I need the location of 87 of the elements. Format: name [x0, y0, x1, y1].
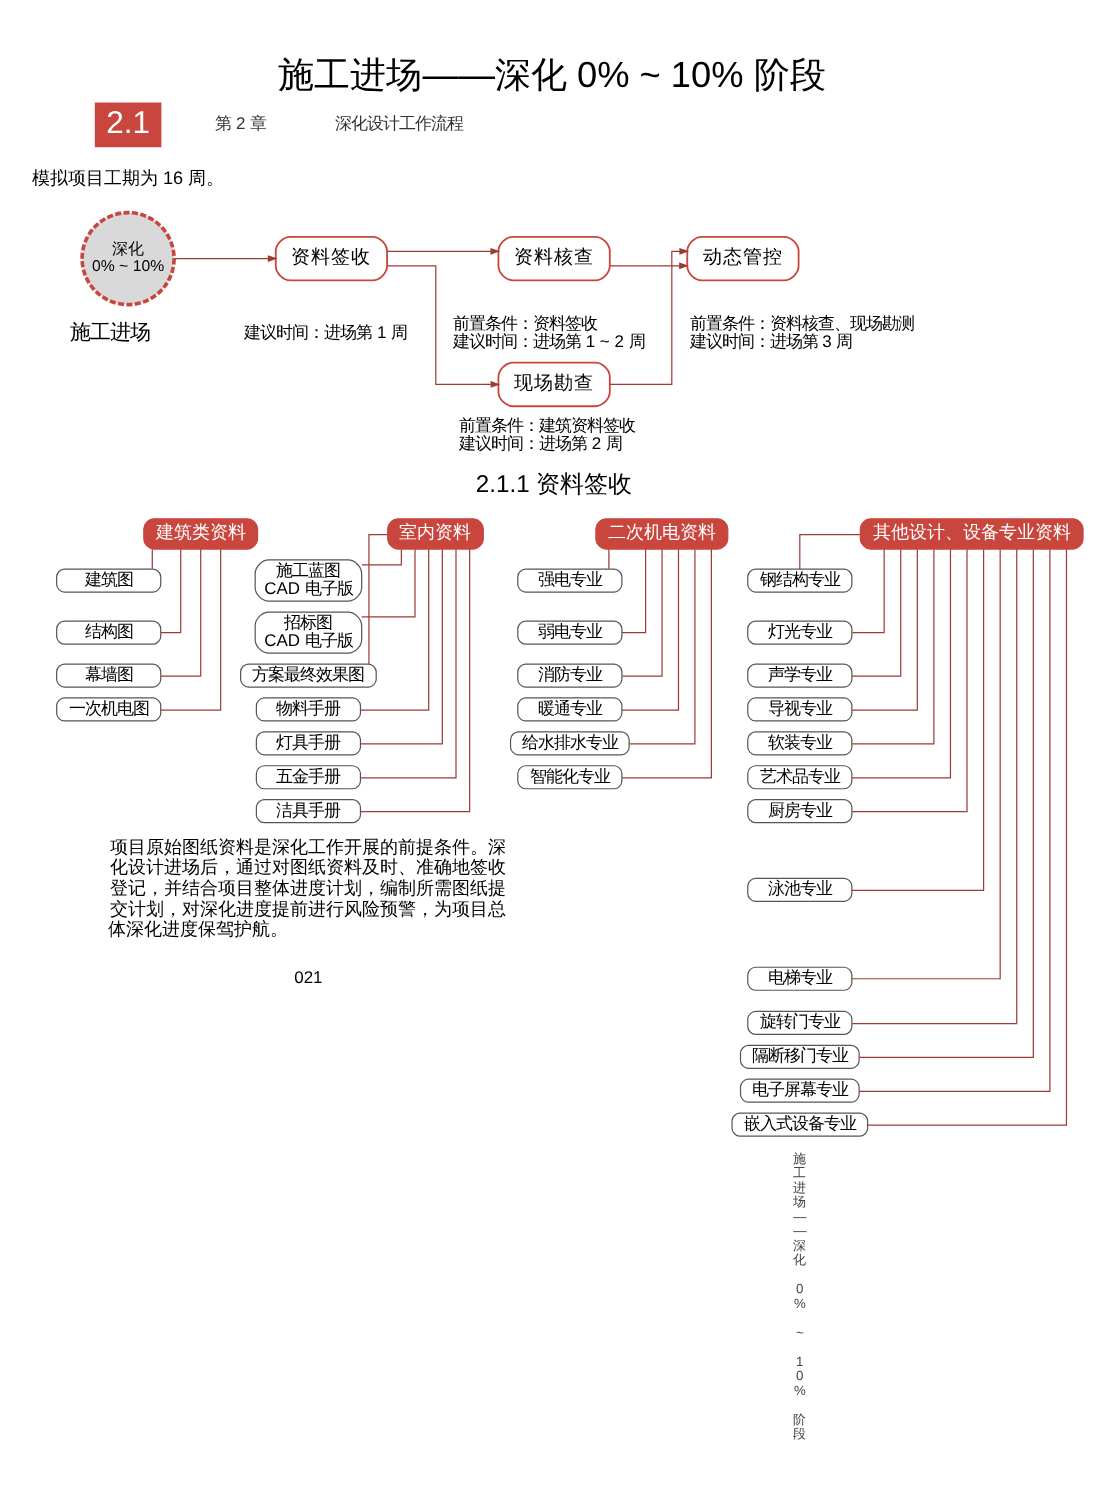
diagram-title: 施工进场——深化 0% ~ 10% 阶段: [278, 54, 826, 95]
node-box: 导视专业: [747, 697, 853, 722]
node-box: 泳池专业: [747, 877, 853, 902]
node-box: 室内资料: [387, 518, 484, 550]
node-box: 隔断移门专业: [739, 1044, 860, 1069]
connector: [151, 548, 153, 570]
node-box: 其他设计、设备专业资料: [859, 518, 1084, 550]
node-box: 幕墙图: [56, 663, 162, 688]
node-label: 前置条件：建筑资料签收: [459, 414, 636, 435]
connector: [851, 548, 952, 779]
connector: [628, 548, 696, 745]
node-box: 强电专业: [517, 568, 623, 593]
label: 第 2 章: [215, 113, 267, 134]
node-box: 五金手册: [255, 765, 362, 790]
connector: [851, 548, 902, 677]
label: 021: [294, 967, 323, 988]
node-box: 物料手册: [255, 697, 362, 722]
node-label: 建议时间：进场第 3 周: [689, 331, 853, 352]
node-label: 建议时间：进场第 1 ~ 2 周: [453, 331, 645, 352]
connector: [621, 548, 680, 711]
node-box: 资料核查: [497, 235, 611, 282]
node-box: 给水排水专业: [509, 731, 630, 756]
connector: [359, 548, 430, 711]
node-box: 旋转门专业: [747, 1010, 853, 1036]
arrow: [387, 247, 501, 255]
connector: [361, 548, 402, 566]
node-box: 声学专业: [747, 663, 853, 688]
connector: [867, 548, 1068, 1126]
connector: [621, 548, 712, 779]
label: 模拟项目工期为 16 周。: [31, 168, 225, 189]
connector: [360, 548, 471, 813]
node-box: 厨房专业: [747, 799, 853, 824]
node-box: 钢结构专业: [747, 568, 853, 593]
node-box: 消防专业: [517, 663, 623, 688]
label: 2.1: [106, 106, 150, 141]
node-box: 洁具手册: [255, 799, 362, 824]
node-box: 动态管控: [686, 235, 800, 282]
connector: [621, 548, 663, 677]
node-box: 电梯专业: [747, 966, 853, 991]
node-label: 前置条件：资料核查、现场勘测: [689, 313, 914, 334]
node-label: 建议时间：进场第 1 周: [244, 322, 408, 343]
label: 深化设计工作流程: [335, 113, 464, 134]
connector: [368, 533, 389, 665]
label: 2.1.1 资料签收: [475, 470, 633, 499]
node-box: 招标图 CAD 电子版: [254, 611, 363, 654]
node-label: 建议时间：进场第 2 周: [459, 432, 622, 453]
connector: [608, 548, 610, 570]
node-box: 结构图: [56, 620, 162, 645]
connector: [851, 548, 1018, 1025]
node-box: 资料签收: [274, 235, 388, 282]
connector: [851, 548, 985, 891]
node-box: 艺术品专业: [747, 765, 853, 790]
connector: [851, 548, 968, 813]
arrow: [386, 265, 501, 388]
node-box: 一次机电图: [56, 697, 162, 722]
connector: [851, 548, 935, 745]
connector: [360, 548, 457, 779]
node-box: 弱电专业: [517, 620, 623, 645]
arrow: [173, 255, 278, 262]
connector: [621, 548, 647, 634]
connector: [160, 548, 202, 677]
node-box: 二次机电资料: [595, 518, 729, 550]
connector: [361, 548, 416, 618]
node-box: 现场勘查: [497, 361, 611, 408]
arrow: [609, 247, 690, 386]
node-box: 暖通专业: [517, 697, 623, 722]
node-label: 前置条件：资料签收: [453, 313, 598, 334]
connector: [851, 548, 918, 711]
node-box: 建筑类资料: [143, 518, 259, 550]
node-label: 施工进场: [69, 322, 150, 345]
node-box: 软装专业: [747, 731, 853, 756]
node-box: 嵌入式设备专业: [731, 1112, 869, 1137]
node-box: 施工蓝图 CAD 电子版: [254, 559, 363, 602]
node-box: 建筑图: [56, 568, 162, 593]
connector: [160, 548, 182, 634]
label: 项目原始图纸资料是深化工作开展的前提条件。深化设计进场后，通过对图纸资料及时、准确地签收登记，并结合项目整体进度计划，编制所需图纸提交计划，对深化进度提前进行风险预警，为项目总体深化进度保驾护航。: [108, 836, 507, 940]
connector: [851, 548, 1001, 980]
node-box: 灯具手册: [255, 731, 362, 756]
connector: [799, 533, 861, 570]
node-box: 电子屏幕专业: [739, 1078, 860, 1103]
connector: [160, 548, 222, 711]
connector: [359, 548, 443, 745]
node-box: 灯光专业: [747, 620, 853, 645]
node-box: 智能化专业: [517, 765, 623, 790]
node-box: 方案最终效果图: [240, 663, 377, 688]
arrow: [609, 262, 689, 270]
connector: [851, 548, 885, 634]
